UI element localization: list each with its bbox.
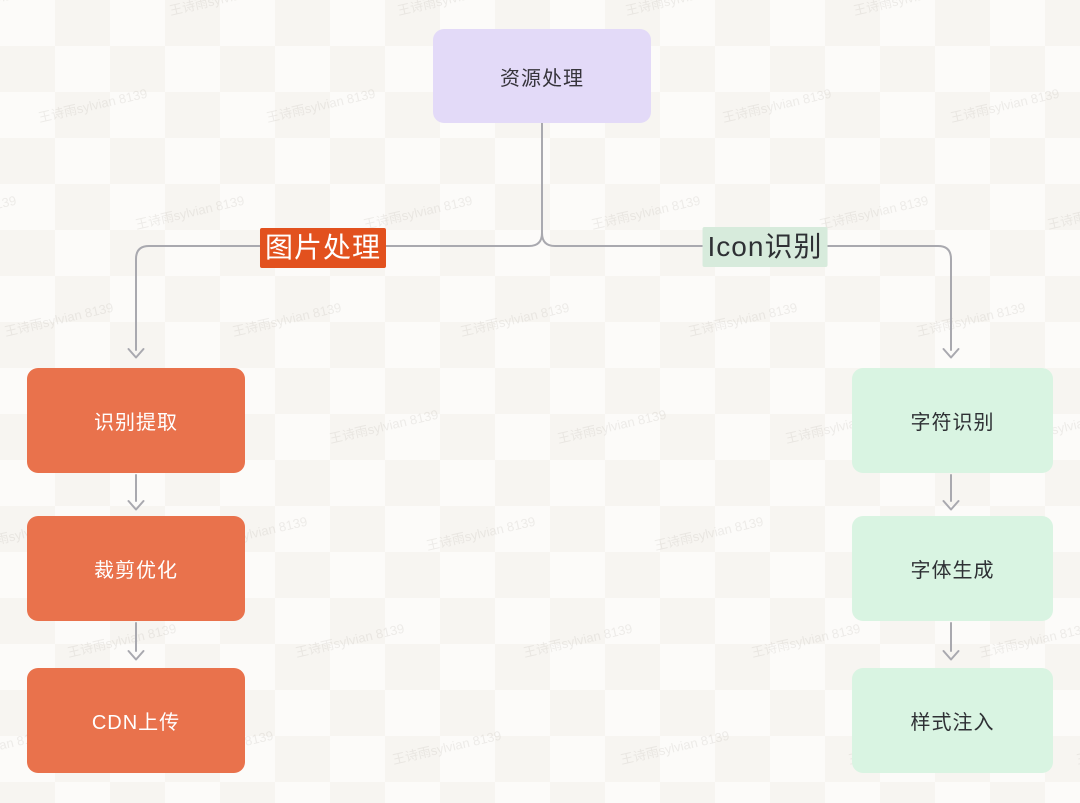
- branch-label-icon-recognition: Icon识别: [702, 227, 828, 267]
- arrowhead-right-branch-icon: [942, 348, 960, 359]
- arrowhead-left-branch-icon: [127, 348, 145, 359]
- arrowhead-right-1-2-icon: [942, 500, 960, 511]
- root-node: 资源处理: [433, 29, 651, 123]
- branch-label-image-processing: 图片处理: [259, 228, 387, 268]
- right-branch-node-3: 样式注入: [852, 668, 1053, 773]
- left-branch-node-3: CDN上传: [27, 668, 245, 773]
- right-branch-node-2: 字体生成: [852, 516, 1053, 621]
- arrowhead-left-1-2-icon: [127, 500, 145, 511]
- connector-root-to-right: [541, 232, 952, 351]
- left-branch-node-1: 识别提取: [27, 368, 245, 473]
- arrowhead-right-2-3-icon: [942, 650, 960, 661]
- left-branch-node-2: 裁剪优化: [27, 516, 245, 621]
- arrowhead-left-2-3-icon: [127, 650, 145, 661]
- right-branch-node-1: 字符识别: [852, 368, 1053, 473]
